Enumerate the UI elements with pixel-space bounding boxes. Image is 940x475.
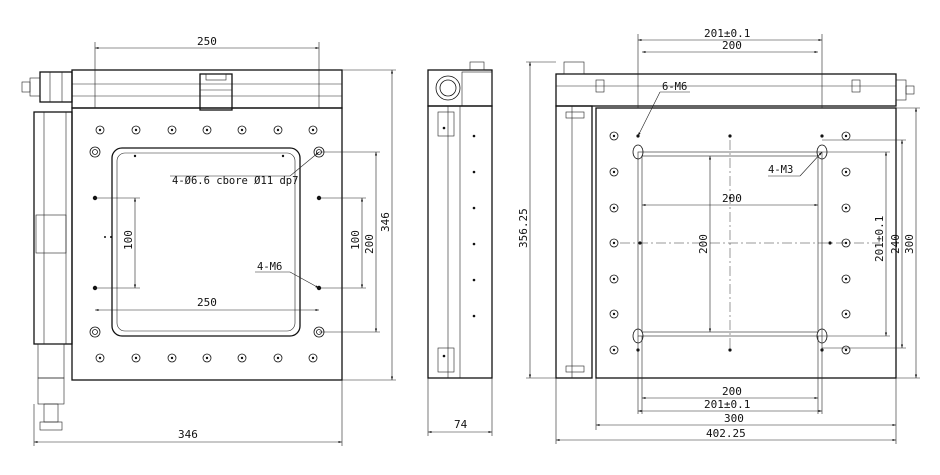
front-bottom-width-label: 346: [178, 428, 198, 441]
bottom-201-label: 201±0.1: [704, 398, 750, 411]
top-right-300-label: 300: [903, 234, 916, 254]
front-height-label: 346: [379, 212, 392, 232]
top-center-200-label: 200: [722, 192, 742, 205]
front-top-bolts: [95, 125, 318, 135]
front-left-pitch-label: 100: [122, 230, 135, 250]
top-left-bolts: [609, 131, 619, 355]
top-m6-note: 6-M6: [662, 81, 687, 93]
top-200-label: 200: [722, 39, 742, 52]
top-m3-note: 4-M3: [768, 164, 793, 176]
side-view: 74: [427, 61, 493, 436]
front-right-pitch-label: 100: [349, 230, 362, 250]
top-height-label: 356.25: [517, 208, 530, 248]
bottom-200-label: 200: [722, 385, 742, 398]
front-right-inner-label: 200: [363, 234, 376, 254]
front-top-width-label: 250: [197, 35, 217, 48]
front-inner-width-label: 250: [197, 296, 217, 309]
top-vertical-200-label: 200: [697, 234, 710, 254]
front-m6-note: 4-M6: [257, 261, 282, 273]
bottom-402-label: 402.25: [706, 427, 746, 440]
side-width-label: 74: [454, 418, 468, 431]
front-cbore-note: 4-Ø6.6 cbore Ø11 dp7: [172, 175, 298, 187]
front-view: 250 250 100 100 200 346 346 4-Ø6.6 cbore…: [21, 35, 396, 446]
top-201-label: 201±0.1: [704, 27, 750, 40]
bottom-300-label: 300: [724, 412, 744, 425]
front-bottom-bolts: [95, 353, 318, 363]
top-right-201-label: 201±0.1: [873, 216, 886, 262]
top-main-plate: [595, 107, 897, 379]
top-view: 201±0.1 200 356.25 200 200 201±0.1 240 3…: [517, 27, 920, 444]
top-right-240-label: 240: [889, 234, 902, 254]
